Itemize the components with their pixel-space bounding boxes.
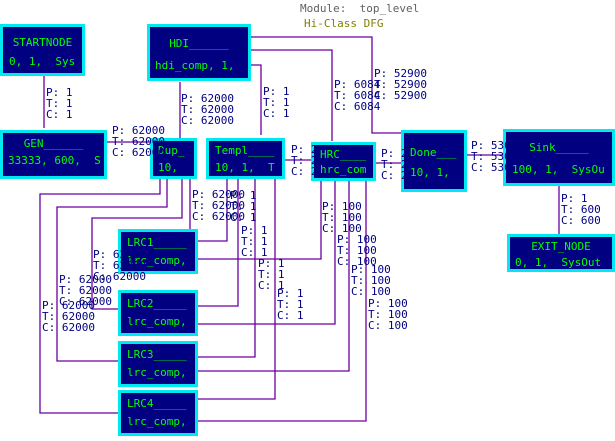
node-startnode[interactable]: STARTNODE 0, 1, Sys <box>0 24 85 76</box>
node-name: LRC3_____ <box>127 348 187 361</box>
node-info: 0, 1, SysOut <box>515 256 602 269</box>
edge-lrc3-hrc <box>197 180 350 372</box>
edge-label-hdi-templ: P: 1 T: 1 C: 1 <box>263 85 290 120</box>
node-info: 100, 1, SysOu <box>512 163 605 176</box>
edge-lrc1-templ <box>197 178 228 242</box>
node-hdi[interactable]: HDI______ hdi_comp, 1, <box>147 24 251 81</box>
edge-label-lrc4-hrc: P: 100 T: 100 C: 100 <box>368 297 408 332</box>
edge-label-dup-lrc3: P: 62000 T: 62000 C: 62000 <box>59 273 112 308</box>
edge-lrc2-templ <box>197 178 239 307</box>
node-lrc1[interactable]: LRC1_____ lrc_comp, <box>118 229 198 274</box>
edge-dup-lrc2 <box>91 178 183 310</box>
edge-lrc4-templ <box>197 178 276 400</box>
edge-label-lrc1-hrc: P: 100 T: 100 C: 100 <box>322 200 362 235</box>
edge-label-dup-lrc2: P: 62000 T: 62000 C: 62000 <box>93 248 146 283</box>
node-name: STARTNODE <box>12 36 73 49</box>
edge-lrc1-hrc <box>197 180 322 260</box>
node-name: HDI______ <box>169 37 229 50</box>
node-info: lrc_comp, <box>127 415 187 428</box>
node-name: HRC____ <box>320 148 367 161</box>
node-exit[interactable]: EXIT_NODE 0, 1, SysOut <box>507 234 615 272</box>
edge-hdi-templ <box>248 64 262 135</box>
edge-label-hdi-hrc: P: 6084 T: 6084 C: 6084 <box>334 78 381 113</box>
edge-label-lrc4-templ: P: 1 T: 1 C: 1 <box>277 287 304 322</box>
edge-label-done-sink: P: 530 T: 530 C: 530 <box>471 139 511 174</box>
edge-dup-lrc3 <box>56 178 168 362</box>
node-info: 10, 1, <box>410 166 450 179</box>
edge-label-lrc2-hrc: P: 100 T: 100 C: 100 <box>337 233 377 268</box>
node-info: hdi_comp, 1, <box>155 59 235 72</box>
edge-lrc3-templ <box>197 178 256 358</box>
module-label: Module: top_level <box>300 2 420 15</box>
edge-label-lrc3-templ: P: 1 T: 1 C: 1 <box>258 257 285 292</box>
node-info: hrc_com <box>320 163 367 176</box>
node-name: LRC4_____ <box>127 397 187 410</box>
edge-label-hrc-done: P: 2 T: 2 C: 2 <box>381 147 408 182</box>
node-info: 10, <box>158 161 178 174</box>
edge-label-dup-lrc4: P: 62000 T: 62000 C: 62000 <box>42 299 95 334</box>
edge-label-sink-exit: P: 1 T: 600 C: 600 <box>561 192 601 227</box>
edge-hdi-done <box>248 36 403 134</box>
node-done[interactable]: Done___ 10, 1, <box>401 130 467 192</box>
node-sink[interactable]: Sink_____ 100, 1, SysOu <box>503 129 615 186</box>
edge-label-lrc1-templ: P: 1 T: 1 C: 1 <box>230 189 257 224</box>
edge-label-hdi-done: P: 52900 T: 52900 C: 52900 <box>374 67 427 102</box>
node-name: Sink_____ <box>529 141 589 154</box>
node-name: Templ____ <box>215 144 275 157</box>
node-dup[interactable]: Dup_ 10, <box>150 138 197 179</box>
node-name: EXIT_NODE <box>531 240 591 253</box>
edge-label-start-gen: P: 1 T: 1 C: 1 <box>46 86 73 121</box>
graph-title: Hi-Class DFG <box>304 17 384 30</box>
node-info: lrc_comp, <box>127 366 187 379</box>
node-info: lrc_comp, <box>127 254 187 267</box>
node-name: Dup_ <box>158 144 185 157</box>
node-name: GEN______ <box>23 137 84 150</box>
edge-label-lrc2-templ: P: 1 T: 1 C: 1 <box>241 224 268 259</box>
edge-label-dup-lrc1: P: 62000 T: 62000 C: 62000 <box>192 188 245 223</box>
node-name: Done___ <box>410 146 457 159</box>
node-name: LRC2_____ <box>127 297 187 310</box>
node-info: 10, 1, T <box>215 161 275 174</box>
edge-label-gen-dup: P: 62000 T: 62000 C: 62000 <box>112 124 165 159</box>
edge-label-lrc3-hrc: P: 100 T: 100 C: 100 <box>351 263 391 298</box>
node-templ[interactable]: Templ____ 10, 1, T <box>206 138 285 179</box>
node-gen[interactable]: GEN______ 33333, 600, S <box>0 130 107 179</box>
node-name: LRC1_____ <box>127 236 187 249</box>
node-lrc3[interactable]: LRC3_____ lrc_comp, <box>118 341 198 387</box>
node-hrc[interactable]: HRC____ hrc_com <box>311 142 376 181</box>
node-lrc2[interactable]: LRC2_____ lrc_comp, <box>118 290 198 336</box>
edge-hdi-hrc <box>248 49 333 141</box>
node-info: 33333, 600, S <box>8 154 101 167</box>
node-lrc4[interactable]: LRC4_____ lrc_comp, <box>118 390 198 436</box>
node-info: lrc_comp, <box>127 315 187 328</box>
edge-label-hdi-dup: P: 62000 T: 62000 C: 62000 <box>181 92 234 127</box>
edge-lrc4-hrc <box>197 180 367 422</box>
node-info: 0, 1, Sys <box>9 55 76 68</box>
edge-label-templ-hrc: P: 2 T: 2 C: 2 <box>291 143 318 178</box>
edge-lrc2-hrc <box>197 180 336 325</box>
edge-dup-lrc4 <box>39 178 161 414</box>
